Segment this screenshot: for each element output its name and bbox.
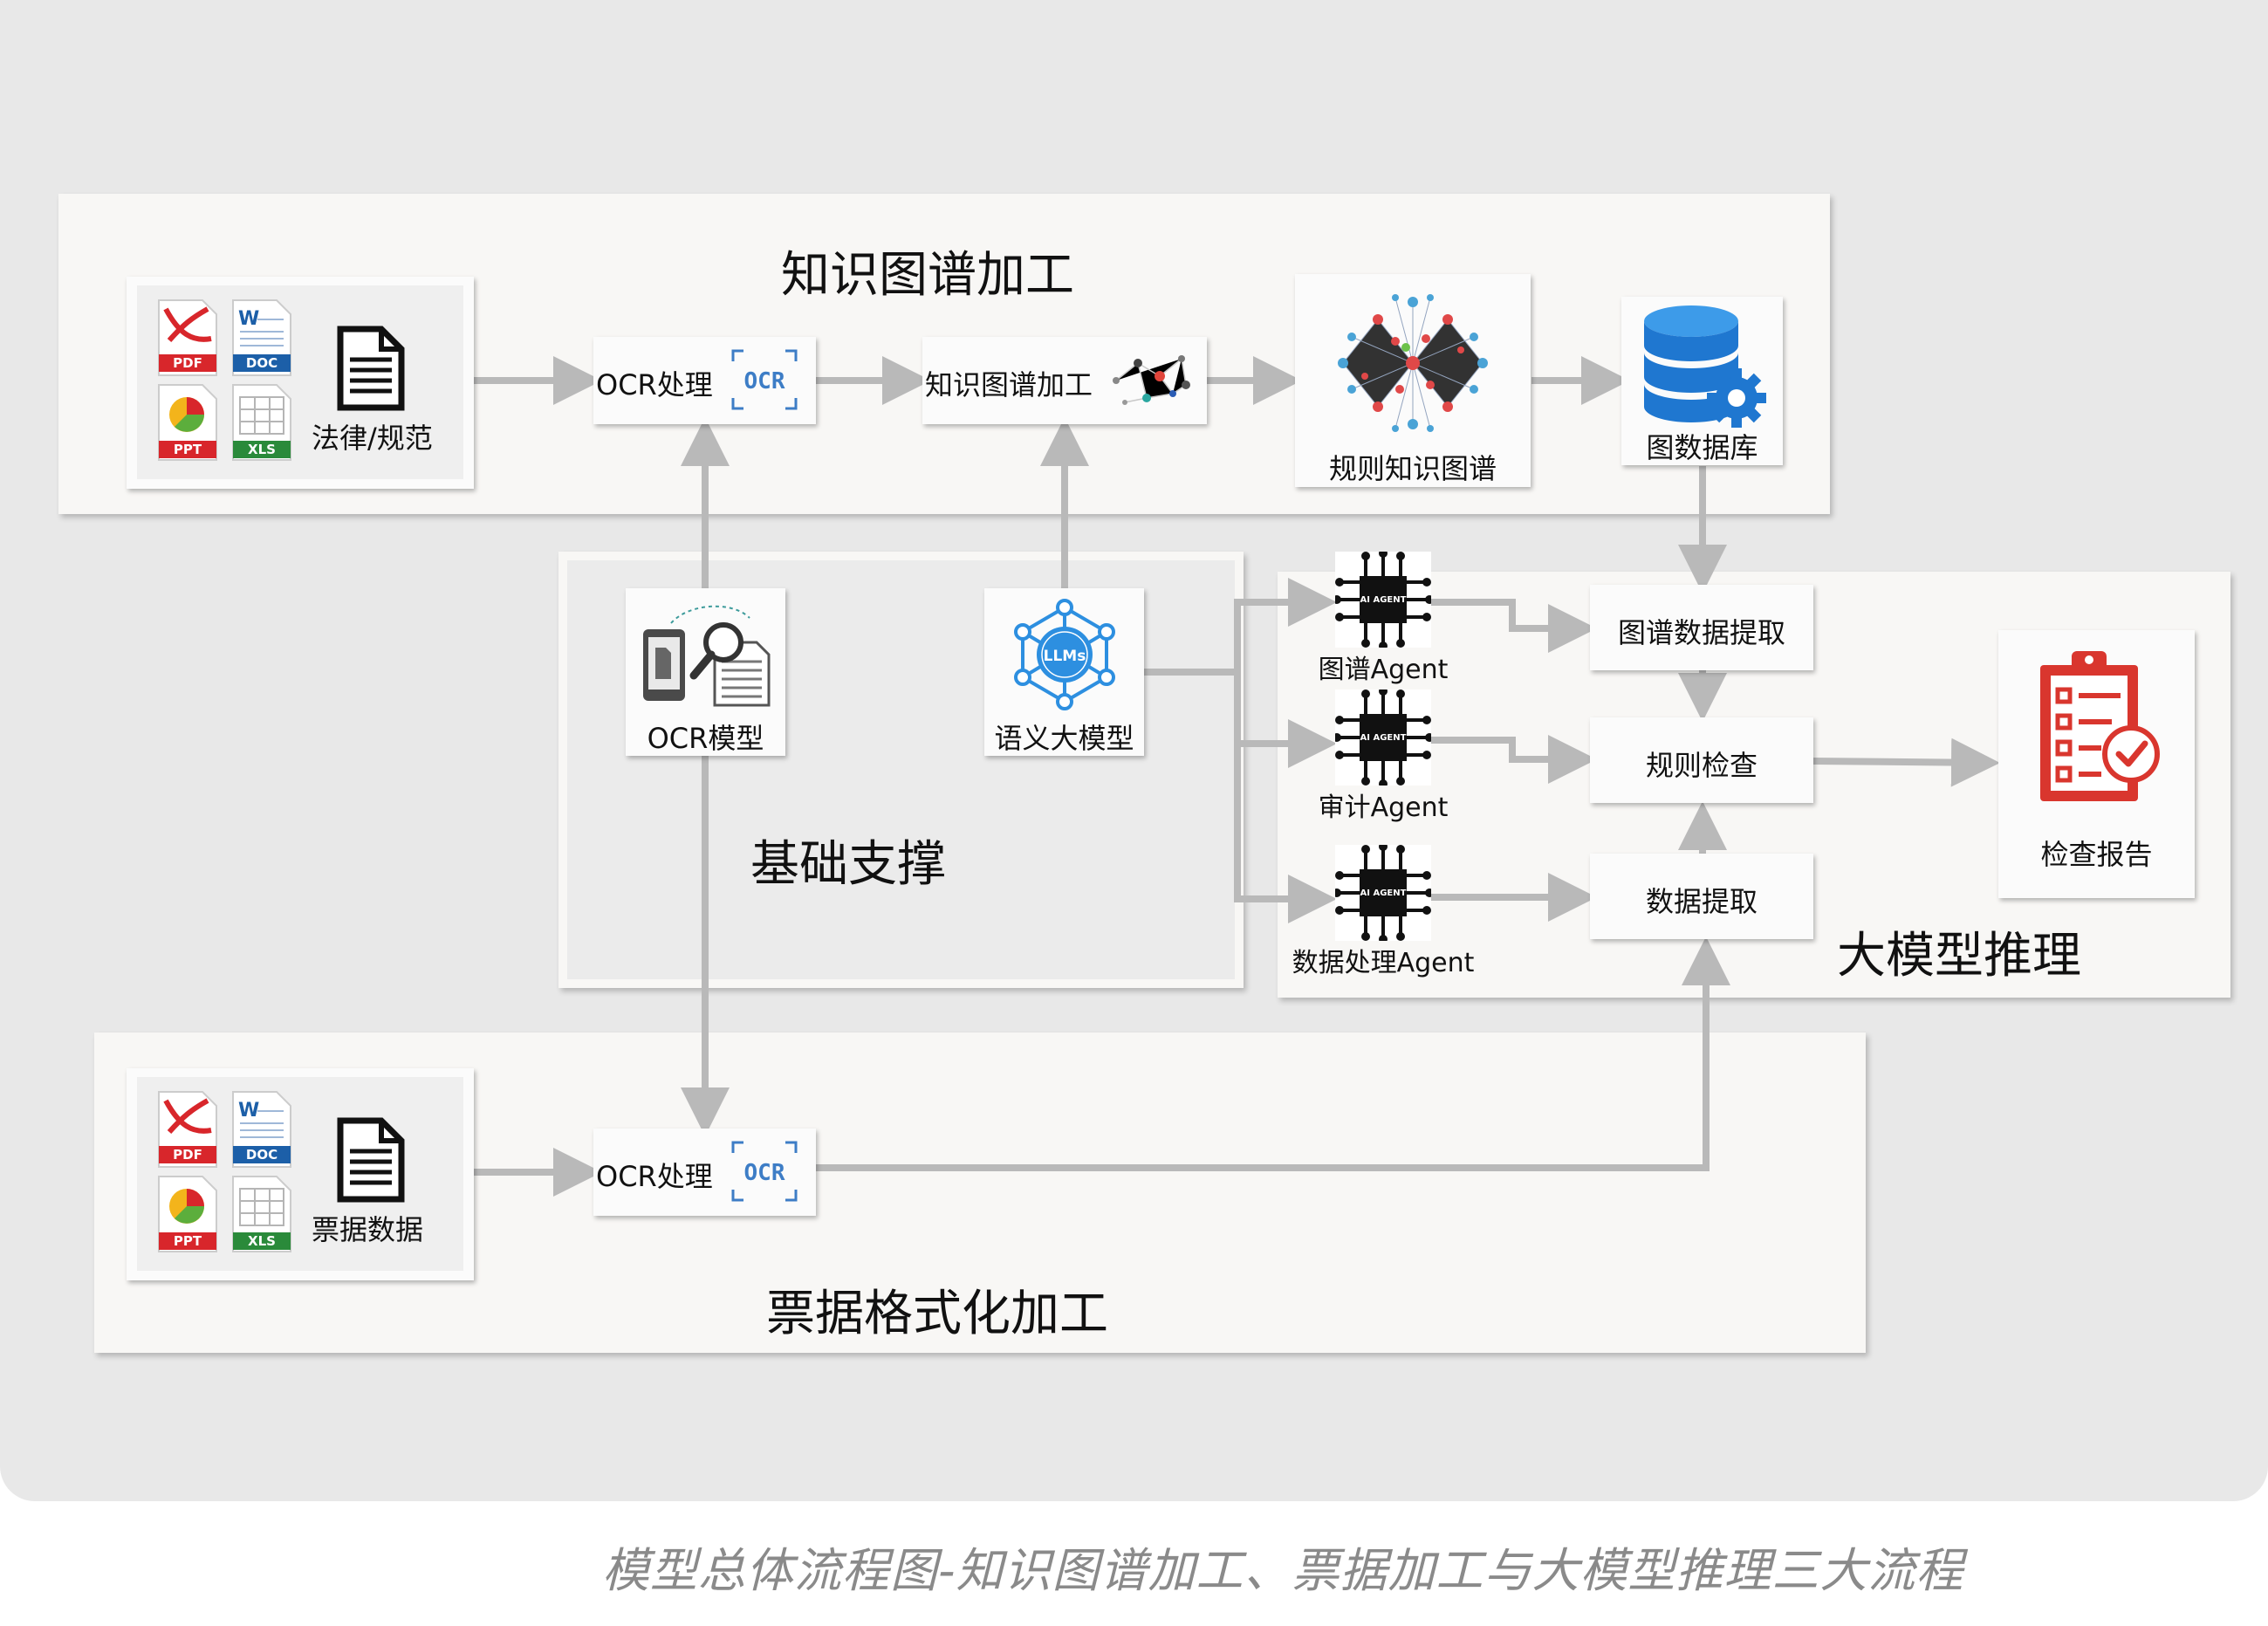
graph-agent-node: AI AGENT 图谱Agent [1309,552,1457,685]
graph-db-label: 图数据库 [1646,431,1758,464]
database-gear-icon [1644,305,1766,428]
ai-agent-chip-icon: AI AGENT [1335,845,1431,941]
data-extract-box: 数据提取 [1590,854,1813,939]
data-agent-node: AI AGENT 数据处理Agent [1283,845,1483,978]
word-letter: W [238,1100,259,1122]
pdf-file-icon: PDF [158,1091,217,1168]
invoice-docs-label: 票据数据 [312,1213,424,1246]
word-letter: W [238,308,259,330]
report-box: 检查报告 [1998,630,2195,898]
pdf-badge: PDF [173,355,202,371]
data-extract-label: 数据提取 [1645,885,1758,918]
agent-chip-text: AI AGENT [1360,888,1407,898]
ocr-process-bottom: OCR处理 OCR [593,1129,816,1216]
ppt-file-icon: PPT [158,1176,217,1252]
ppt-badge: PPT [174,1233,202,1249]
doc-file-icon: W DOC [232,1091,291,1168]
doc-badge: DOC [246,355,278,371]
ocr-badge-text: OCR [744,368,785,394]
invoice-processing-title: 票据格式化加工 [766,1286,1108,1342]
knowledge-graph-icon [1338,294,1488,432]
llm-inference-title: 大模型推理 [1837,928,2081,985]
semantic-llm-label: 语义大模型 [994,722,1134,755]
audit-agent-label: 审计Agent [1318,792,1449,823]
ai-agent-chip-icon: AI AGENT [1335,690,1431,786]
llm-network-icon: LLMs [1014,599,1115,710]
ocr-model-icon [643,605,771,707]
llm-badge-text: LLMs [1044,648,1086,665]
pdf-file-icon: PDF [158,299,217,376]
text-document-icon [337,1117,405,1203]
rule-check-label: 规则检查 [1645,749,1758,782]
semantic-llm-box: LLMs 语义大模型 [984,588,1144,756]
ocr-process-top: OCR处理 OCR [593,337,816,424]
kg-build-box: 知识图谱加工 [922,337,1207,424]
ppt-badge: PPT [174,442,202,457]
ocr-badge-text: OCR [744,1160,785,1186]
mini-graph-icon [1113,355,1190,405]
doc-file-icon: W DOC [232,299,291,376]
ocr-process-bottom-label: OCR处理 [596,1160,713,1193]
ocr-scan-icon: OCR [731,349,798,410]
agent-chip-text: AI AGENT [1360,733,1407,743]
graph-extract-label: 图谱数据提取 [1617,616,1785,649]
text-document-icon [337,326,405,411]
rule-kg-box: 规则知识图谱 [1295,274,1531,487]
xls-badge: XLS [248,1233,276,1249]
xls-file-icon: XLS [232,384,291,461]
clipboard-check-icon [2040,651,2160,801]
rule-check-box: 规则检查 [1590,717,1813,803]
audit-agent-node: AI AGENT 审计Agent [1309,690,1457,823]
graph-extract-box: 图谱数据提取 [1590,585,1813,670]
law-docs-label: 法律/规范 [312,422,433,455]
kg-processing-title: 知识图谱加工 [781,247,1074,304]
ocr-process-top-label: OCR处理 [596,368,713,401]
law-docs-box: PDF W DOC PPT XLS 法律/规范 [127,277,474,489]
xls-badge: XLS [248,442,276,457]
kg-build-label: 知识图谱加工 [925,368,1093,401]
doc-badge: DOC [246,1147,278,1163]
invoice-docs-box: PDF W DOC PPT XLS 票据数据 [127,1068,474,1280]
graph-agent-label: 图谱Agent [1318,655,1449,685]
foundation-title: 基础支撑 [750,836,946,893]
agent-chip-text: AI AGENT [1360,595,1407,605]
ocr-model-box: OCR模型 [626,588,785,756]
xls-file-icon: XLS [232,1176,291,1252]
report-label: 检查报告 [2040,838,2153,871]
data-agent-label: 数据处理Agent [1292,948,1475,978]
ppt-file-icon: PPT [158,384,217,461]
graph-db-box: 图数据库 [1621,297,1783,465]
ai-agent-chip-icon: AI AGENT [1335,552,1431,648]
ocr-model-label: OCR模型 [647,722,764,755]
pdf-badge: PDF [173,1147,202,1163]
figure-caption: 模型总体流程图-知识图谱加工、票据加工与大模型推理三大流程 [602,1543,1964,1598]
rule-kg-label: 规则知识图谱 [1328,452,1497,485]
ocr-scan-icon: OCR [731,1141,798,1202]
